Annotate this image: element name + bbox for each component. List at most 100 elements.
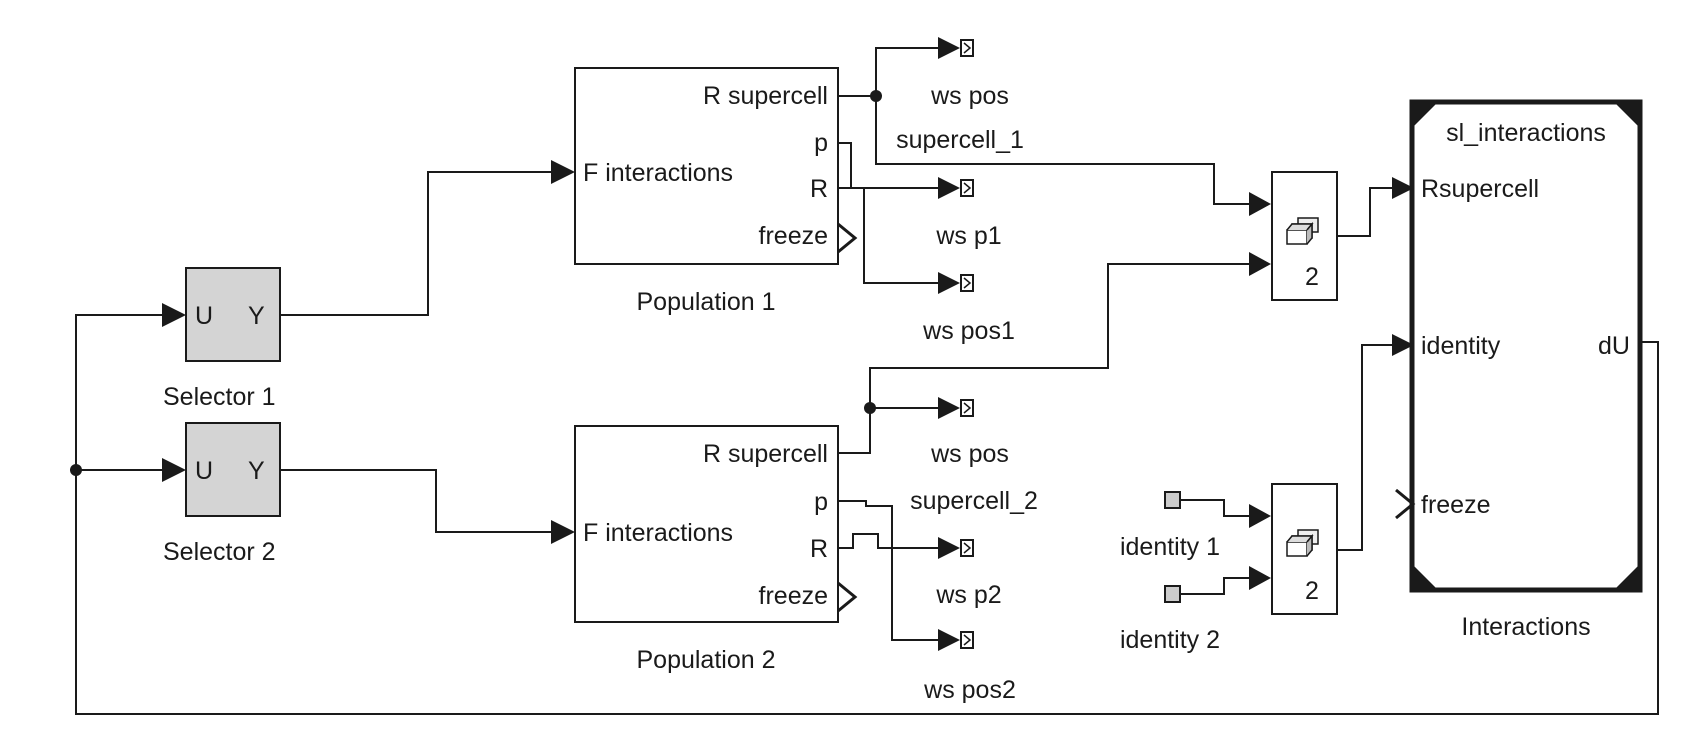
- wire-mux2-identity: [1338, 344, 1392, 551]
- population2-block[interactable]: R supercell F interactions p R freeze Po…: [574, 425, 858, 674]
- ws-pos-2-label: ws pos: [930, 440, 1009, 468]
- arrowhead-icon: [938, 629, 960, 651]
- trigger-chevron-icon: [837, 581, 858, 613]
- interactions-port-freeze: freeze: [1421, 491, 1490, 519]
- wire-pop2-rsupercell: [838, 263, 1250, 454]
- selector1-input-label: U: [195, 302, 213, 330]
- wire-du-feedback: [75, 314, 1659, 715]
- to-workspace-icon: [960, 631, 974, 649]
- arrowhead-icon: [938, 272, 960, 294]
- interactions-port-rsupercell: Rsupercell: [1421, 175, 1539, 203]
- arrowhead-icon: [938, 177, 960, 199]
- arrowhead-icon: [551, 160, 575, 184]
- ws-pos1-block[interactable]: ws pos1: [922, 274, 1015, 345]
- pop1-port-f-interactions: F interactions: [583, 159, 733, 187]
- identity1-label: identity 1: [1120, 533, 1220, 561]
- signal-label-supercell-2: supercell_2: [910, 487, 1038, 515]
- pop2-port-p: p: [814, 488, 828, 516]
- corner-mark: [1616, 104, 1638, 126]
- ws-pos-2-block[interactable]: ws pos: [930, 399, 1009, 468]
- ws-p1-block[interactable]: ws p1: [935, 179, 1002, 250]
- pop2-port-f-interactions: F interactions: [583, 519, 733, 547]
- arrowhead-icon: [1249, 252, 1271, 276]
- identity1-block[interactable]: identity 1: [1120, 491, 1220, 561]
- to-workspace-icon: [960, 539, 974, 557]
- selector2-output-label: Y: [248, 457, 265, 485]
- pop2-port-freeze: freeze: [759, 582, 828, 610]
- identity2-block[interactable]: identity 2: [1120, 585, 1220, 654]
- mux2-count: 2: [1305, 577, 1319, 605]
- population1-block[interactable]: R supercell F interactions p R freeze Po…: [574, 67, 858, 316]
- arrowhead-icon: [938, 37, 960, 59]
- ws-pos-1-block[interactable]: ws pos: [930, 39, 1009, 110]
- branch-dot: [870, 90, 882, 102]
- interactions-port-identity: identity: [1421, 332, 1501, 360]
- wire-identity1: [1180, 499, 1250, 517]
- constant-icon: [1164, 585, 1181, 603]
- ws-pos2-block[interactable]: ws pos2: [923, 631, 1016, 704]
- identity2-label: identity 2: [1120, 626, 1220, 654]
- pop1-port-r: R: [810, 175, 828, 203]
- corner-mark: [1414, 104, 1436, 126]
- pop2-port-r: R: [810, 535, 828, 563]
- trigger-chevron-icon: [1395, 488, 1416, 520]
- ws-pos1-label: ws pos1: [922, 317, 1015, 345]
- arrowhead-icon: [938, 397, 960, 419]
- arrowhead-icon: [162, 458, 186, 482]
- arrowhead-icon: [1249, 566, 1271, 590]
- interactions-name: Interactions: [1461, 613, 1590, 641]
- wire-pop2-p: [838, 500, 940, 641]
- selector2-name: Selector 2: [163, 538, 276, 566]
- corner-mark: [1616, 566, 1638, 588]
- interactions-port-du: dU: [1598, 332, 1630, 360]
- arrowhead-icon: [551, 520, 575, 544]
- selector2-block[interactable]: U Y Selector 2: [163, 422, 281, 566]
- wire-selector1-pop1: [280, 171, 552, 316]
- pop1-port-freeze: freeze: [759, 222, 828, 250]
- mux2-block[interactable]: 2: [1271, 483, 1338, 615]
- wires: [70, 47, 1659, 715]
- wire-identity2: [1180, 577, 1250, 595]
- ws-p2-label: ws p2: [935, 581, 1001, 609]
- wire-pop2-r: [838, 533, 940, 549]
- to-workspace-icon: [960, 179, 974, 197]
- arrowhead-icon: [1392, 334, 1414, 356]
- arrowhead-icon: [1392, 177, 1414, 199]
- constant-icon: [1164, 491, 1181, 509]
- selector2-input-label: U: [195, 457, 213, 485]
- arrowhead-icon: [1249, 192, 1271, 216]
- to-workspace-icon: [960, 274, 974, 292]
- interactions-block[interactable]: sl_interactions Rsupercell identity dU f…: [1395, 99, 1643, 641]
- pop1-port-rsupercell: R supercell: [703, 82, 828, 110]
- ws-p1-label: ws p1: [935, 222, 1001, 250]
- mux1-block[interactable]: 2: [1271, 171, 1338, 301]
- corner-mark: [1414, 566, 1436, 588]
- interactions-title: sl_interactions: [1446, 119, 1606, 147]
- trigger-chevron-icon: [837, 222, 858, 254]
- wire-pop1-r: [838, 187, 940, 284]
- to-workspace-icon: [960, 39, 974, 57]
- mux1-count: 2: [1305, 263, 1319, 291]
- branch-dot: [864, 402, 876, 414]
- wire-pop1-p: [838, 142, 940, 189]
- branch-dot: [70, 464, 82, 476]
- pop1-port-p: p: [814, 129, 828, 157]
- ws-pos-1-label: ws pos: [930, 82, 1009, 110]
- to-workspace-icon: [960, 399, 974, 417]
- wire-mux1-rsupercell: [1338, 187, 1392, 237]
- selector1-output-label: Y: [248, 302, 265, 330]
- population1-name: Population 1: [636, 288, 775, 316]
- selector1-name: Selector 1: [163, 383, 276, 411]
- pop2-port-rsupercell: R supercell: [703, 440, 828, 468]
- signal-label-supercell-1: supercell_1: [896, 126, 1024, 154]
- arrowhead-icon: [162, 303, 186, 327]
- ws-p2-block[interactable]: ws p2: [935, 539, 1002, 609]
- arrowhead-icon: [1249, 504, 1271, 528]
- population2-name: Population 2: [636, 646, 775, 674]
- selector1-block[interactable]: U Y Selector 1: [163, 267, 281, 411]
- arrowhead-icon: [938, 537, 960, 559]
- wire-pop1-rsupercell: [838, 47, 940, 97]
- arrowheads: [162, 37, 1414, 651]
